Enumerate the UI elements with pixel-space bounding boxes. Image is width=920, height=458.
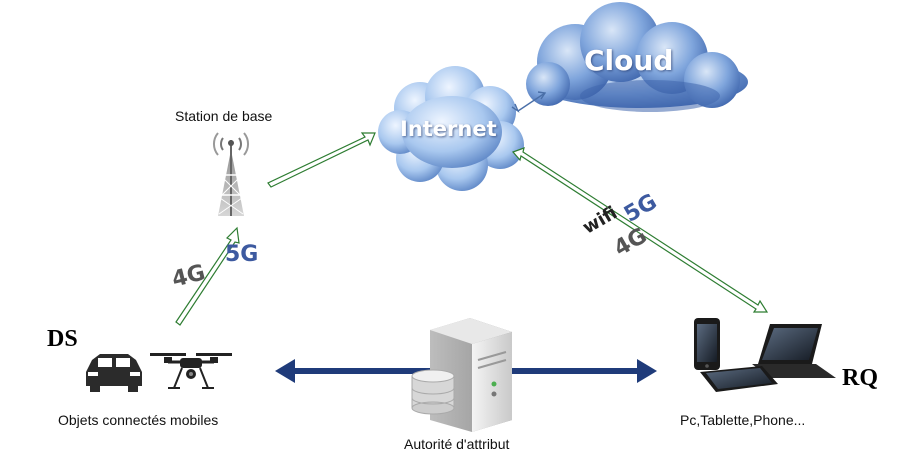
base-station-label: Station de base bbox=[175, 108, 273, 124]
left-5g-label: 5G bbox=[225, 242, 259, 267]
tablet-icon bbox=[700, 366, 778, 392]
database-icon bbox=[411, 369, 455, 415]
rq-role-label: RQ bbox=[842, 365, 878, 391]
smartphone-icon bbox=[694, 318, 720, 370]
car-icon bbox=[86, 354, 142, 392]
laptop-icon bbox=[752, 324, 836, 378]
base-to-internet-arrow bbox=[267, 132, 376, 188]
internet-cloud-shape bbox=[378, 66, 524, 191]
drone-icon bbox=[150, 353, 232, 389]
mobile-objects-label: Objets connectés mobiles bbox=[58, 412, 219, 428]
internet-label: Internet bbox=[400, 117, 497, 141]
internet-cloud-link bbox=[511, 91, 547, 113]
devices-label: Pc,Tablette,Phone... bbox=[680, 412, 806, 428]
objects-to-base-arrow bbox=[175, 226, 240, 326]
server-icon bbox=[430, 318, 512, 432]
internet-devices-link bbox=[511, 147, 769, 313]
antenna-tower-icon bbox=[213, 132, 249, 216]
cloud-shape bbox=[526, 2, 748, 112]
ds-role-label: DS bbox=[47, 326, 78, 352]
attribute-authority-label: Autorité d'attribut bbox=[404, 436, 510, 452]
cloud-label: Cloud bbox=[584, 44, 674, 77]
